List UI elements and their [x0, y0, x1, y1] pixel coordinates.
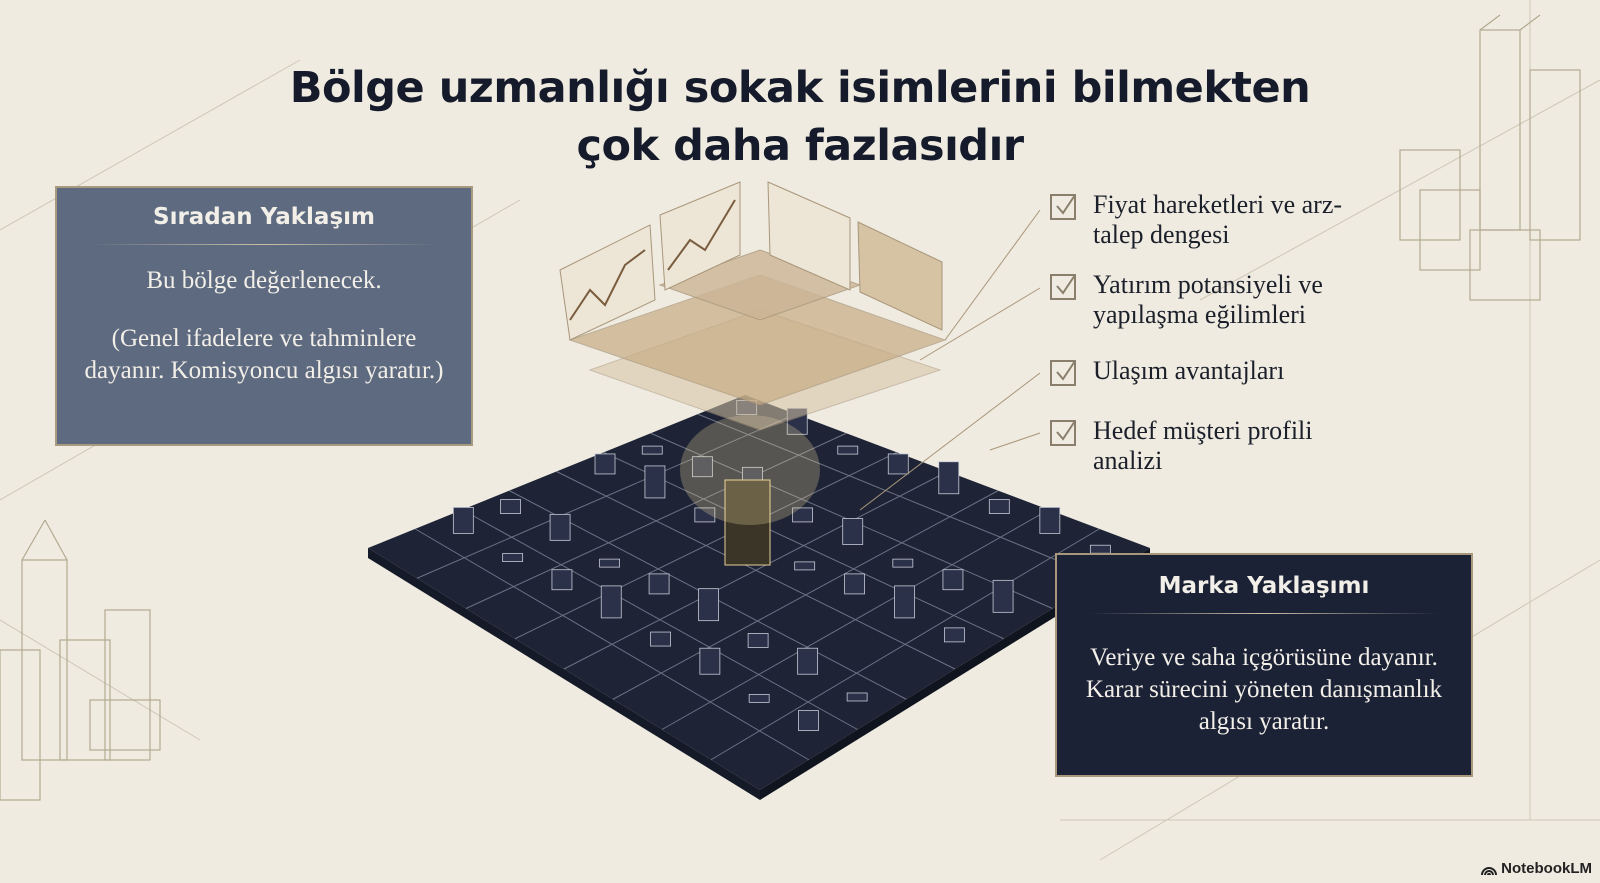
building: [798, 710, 819, 731]
checkbox-checked-icon: [1050, 274, 1076, 300]
notebooklm-logo: NotebookLM: [1481, 860, 1592, 877]
divider: [1089, 613, 1439, 614]
building: [797, 647, 819, 675]
floating-data-layers: [559, 181, 1041, 511]
street-line: [697, 413, 1102, 579]
brand-approach-heading: Marka Yaklaşımı: [1158, 573, 1370, 599]
building: [551, 569, 573, 591]
building: [452, 506, 474, 534]
ordinary-approach-note: (Genel ifadelere ve tahminlere dayanır. …: [84, 325, 444, 384]
building: [699, 647, 721, 675]
building: [942, 569, 964, 591]
street-line: [563, 471, 948, 670]
building: [1039, 506, 1061, 534]
checkbox-checked-icon: [1050, 360, 1076, 386]
building: [648, 573, 670, 595]
building: [644, 465, 666, 499]
isometric-city-map: [368, 395, 1150, 800]
building: [846, 692, 868, 702]
building: [1089, 544, 1111, 554]
street-line: [710, 528, 1100, 761]
building: [694, 507, 716, 523]
building: [792, 507, 813, 523]
building: [992, 579, 1014, 613]
building: [600, 585, 622, 619]
building: [747, 633, 769, 648]
brand-approach-text: Veriye ve saha içgörüsüne dayanır. Karar…: [1085, 644, 1443, 735]
page-title: Bölge uzmanlığı sokak isimlerini bilmekt…: [0, 59, 1600, 175]
checklist-label: Yatırım potansiyeli ve yapılaşma eğiliml…: [1093, 270, 1323, 329]
building: [944, 627, 965, 643]
notebooklm-label: NotebookLM: [1501, 860, 1592, 877]
building: [599, 558, 620, 568]
skyline-sketch-left: [0, 519, 161, 801]
street-line: [661, 509, 1049, 730]
building: [641, 445, 663, 455]
building: [837, 445, 859, 455]
checkbox-checked-icon: [1050, 420, 1076, 446]
checklist-item: Yatırım potansiyeli ve yapılaşma eğiliml…: [1050, 270, 1380, 330]
ordinary-approach-heading: Sıradan Yaklaşım: [153, 204, 375, 230]
building: [594, 453, 616, 475]
building: [794, 561, 816, 571]
building: [892, 558, 914, 568]
checklist-item: Ulaşım avantajları: [1050, 356, 1284, 386]
checklist-label: Fiyat hareketleri ve arz-talep dengesi: [1093, 190, 1343, 249]
building: [988, 499, 1010, 514]
title-line-2: çok daha fazlasıdır: [576, 120, 1024, 171]
checkbox-checked-icon: [1050, 194, 1076, 220]
building: [842, 518, 864, 545]
ordinary-approach-card: Sıradan Yaklaşım Bu bölge değerlenecek. …: [55, 186, 473, 446]
street-line: [603, 451, 1004, 640]
building: [844, 573, 865, 595]
brand-approach-card: Marka Yaklaşımı Veriye ve saha içgörüsün…: [1055, 553, 1473, 777]
building: [502, 553, 524, 562]
building: [887, 453, 909, 475]
checklist-label: Ulaşım avantajları: [1093, 356, 1285, 385]
title-line-1: Bölge uzmanlığı sokak isimlerini bilmekt…: [289, 62, 1311, 113]
building: [894, 585, 915, 619]
ordinary-approach-text: Bu bölge değerlenecek.: [146, 267, 382, 294]
building: [938, 461, 960, 495]
building: [549, 513, 571, 541]
divider: [89, 244, 439, 245]
building: [650, 631, 671, 647]
building: [748, 693, 770, 703]
building: [698, 588, 719, 622]
checklist-item: Hedef müşteri profili analizi: [1050, 416, 1363, 476]
skyline-sketch-right: [1399, 14, 1581, 301]
building: [691, 456, 713, 478]
building: [500, 499, 521, 514]
checklist-label: Hedef müşteri profili analizi: [1093, 416, 1313, 475]
checklist-item: Fiyat hareketleri ve arz-talep dengesi: [1050, 190, 1380, 250]
street-line: [612, 490, 999, 700]
notebooklm-icon: [1481, 866, 1498, 875]
